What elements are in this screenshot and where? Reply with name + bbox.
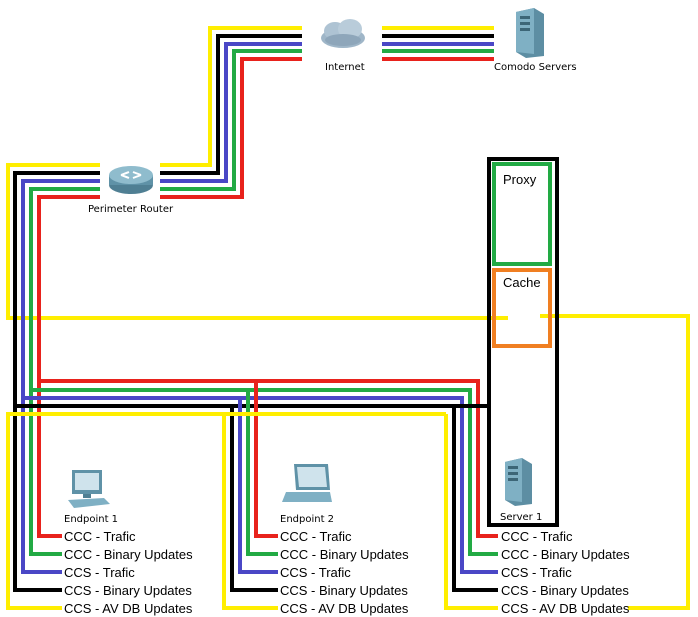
wire-black-endpoint2 [230, 406, 278, 592]
legend-ccs-binary-updates: CCS - Binary Updates [280, 583, 408, 598]
wire-router-internet-black [160, 34, 302, 175]
router-icon [109, 166, 153, 194]
wire-green-bus-server1 [31, 388, 498, 556]
cache-box [492, 268, 552, 348]
legend-ccs-binary-updates: CCS - Binary Updates [501, 583, 629, 598]
wire-red-bus-server1 [39, 379, 498, 538]
legend-ccs-av-db-updates: CCS - AV DB Updates [64, 601, 193, 616]
server1-enclosure-box [487, 157, 559, 527]
wire-blue-endpoint1 [21, 179, 100, 574]
wire-router-internet-yellow [160, 26, 302, 167]
wire-black-endpoint1 [13, 171, 100, 592]
server-tower-icon [505, 458, 532, 506]
perimeter-router-label: Perimeter Router [88, 204, 174, 215]
legend-ccs-trafic: CCS - Trafic [64, 565, 135, 580]
cloud-icon [321, 19, 365, 48]
legend-ccs-trafic: CCS - Trafic [501, 565, 572, 580]
proxy-box [492, 162, 552, 266]
wire-red-endpoint1 [37, 195, 100, 538]
legend-ccs-trafic: CCS - Trafic [280, 565, 351, 580]
server-tower-icon [516, 8, 544, 58]
wire-router-internet-red [160, 57, 302, 199]
wire-green-endpoint1 [29, 187, 100, 556]
legend-ccc-trafic: CCC - Trafic [64, 529, 136, 544]
legend-ccs-av-db-updates: CCS - AV DB Updates [501, 601, 630, 616]
desktop-pc-icon [68, 470, 110, 508]
legend-ccc-trafic: CCC - Trafic [280, 529, 352, 544]
wire-black-to-server1-legend [452, 406, 498, 592]
wire-yellow-endpoints-av-db [6, 412, 278, 610]
legend-ccc-binary-updates: CCC - Binary Updates [64, 547, 193, 562]
legend-ccs-binary-updates: CCS - Binary Updates [64, 583, 192, 598]
wire-yellow-server1-av-db [444, 414, 498, 610]
legend-ccc-binary-updates: CCC - Binary Updates [280, 547, 409, 562]
legend-ccc-binary-updates: CCC - Binary Updates [501, 547, 630, 562]
comodo-servers-label: Comodo Servers [494, 62, 577, 73]
internet-label: Internet [325, 62, 365, 73]
server-1-label: Server 1 [500, 512, 543, 523]
legend-ccc-trafic: CCC - Trafic [501, 529, 573, 544]
wire-blue-endpoint2 [238, 398, 278, 574]
endpoint-1-label: Endpoint 1 [64, 514, 119, 525]
wire-blue-bus-server1 [23, 396, 498, 574]
wire-router-internet-blue [160, 42, 302, 183]
laptop-icon [282, 464, 332, 502]
wire-green-endpoint2 [246, 390, 278, 556]
wire-yellow-cache-to-server1-legend [540, 314, 690, 610]
legend-ccs-av-db-updates: CCS - AV DB Updates [280, 601, 409, 616]
cache-label: Cache [503, 275, 541, 290]
wire-yellow-router-to-cache [6, 163, 508, 320]
wire-red-endpoint2 [254, 381, 278, 538]
proxy-label: Proxy [503, 172, 537, 187]
wire-router-internet-green [160, 49, 302, 191]
endpoint-2-label: Endpoint 2 [280, 514, 335, 525]
